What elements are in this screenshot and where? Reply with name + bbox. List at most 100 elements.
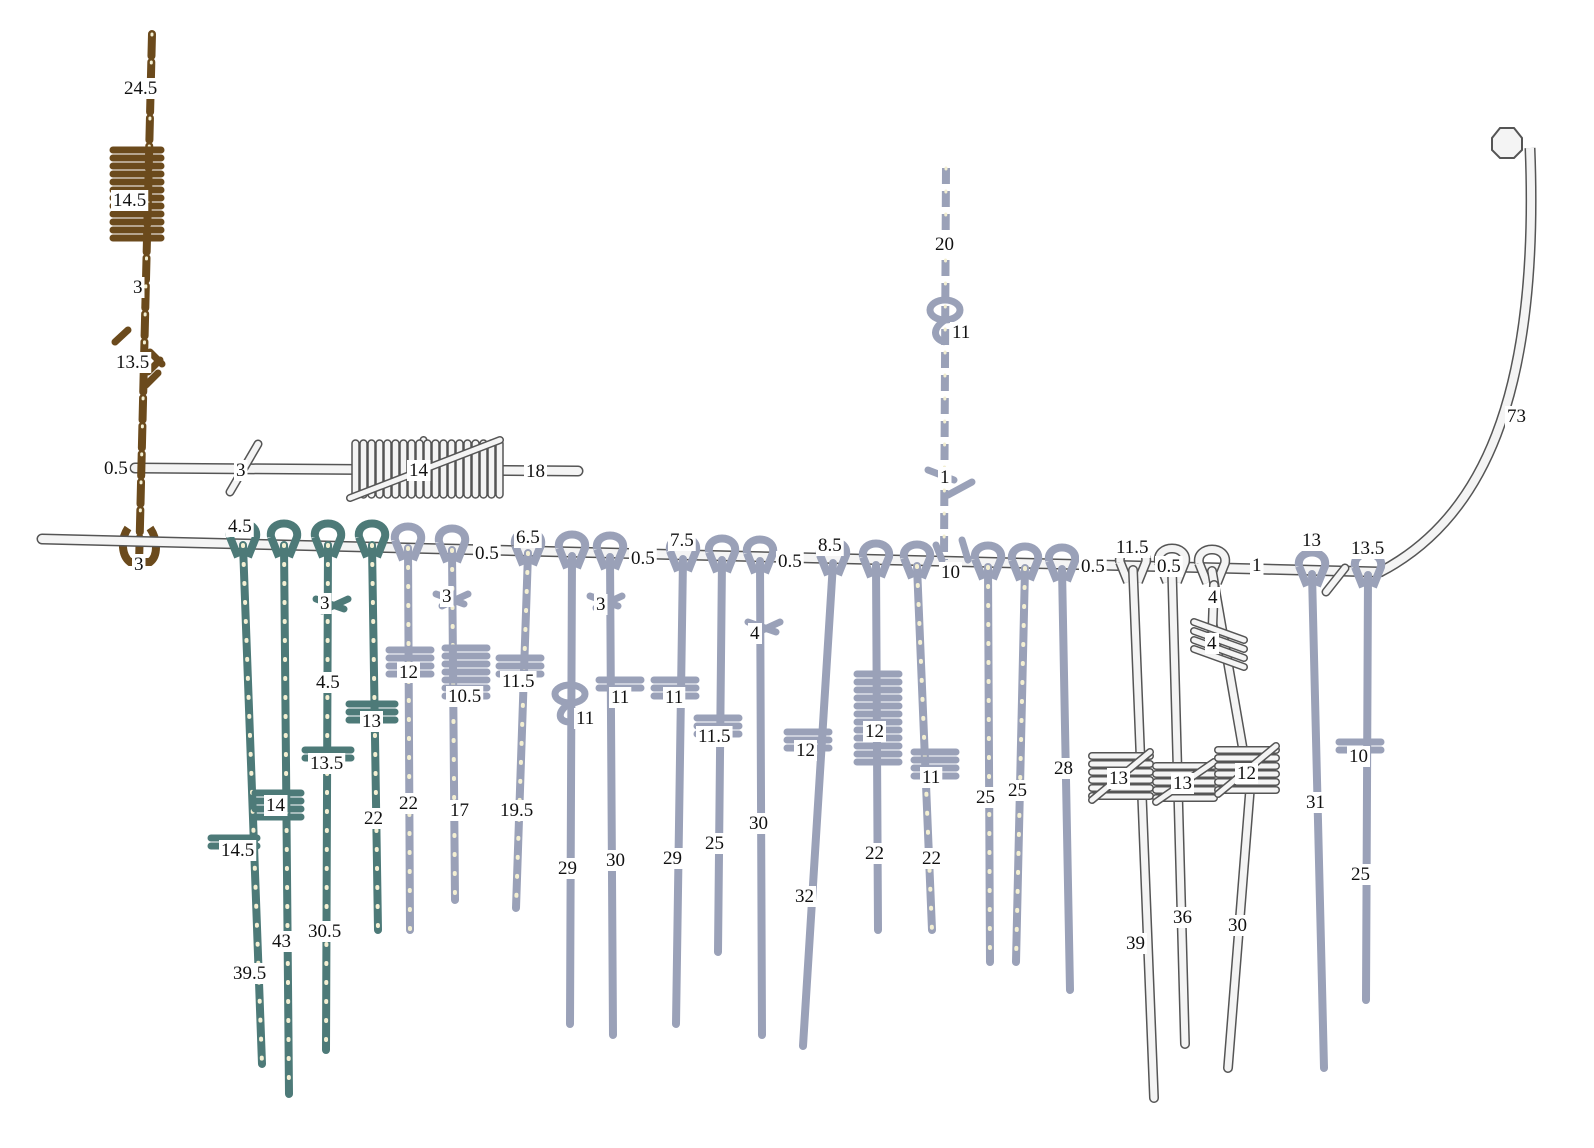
- label-b12-k0: 25: [976, 787, 995, 808]
- blue-cord: [566, 552, 576, 1028]
- label-b16-top: 13.5: [1351, 538, 1384, 559]
- label-b6-top: 7.5: [670, 530, 694, 551]
- label-b3-k0: 11.5: [502, 671, 535, 692]
- brown-top-cord: [135, 30, 156, 569]
- top-pendant-cord: [924, 166, 976, 564]
- blue-cord: [799, 559, 837, 1050]
- blue-pendant-11: [899, 540, 960, 934]
- label-b10-k0: 12: [865, 721, 884, 742]
- label-branch-18: 18: [526, 461, 545, 482]
- blue-pendant-3: [495, 527, 546, 912]
- blue-pendant-2: [432, 524, 491, 904]
- attachment-loop: [434, 524, 470, 564]
- blue-pendant-9: [783, 537, 851, 1050]
- label-branch-3: 3: [236, 460, 246, 481]
- label-primary-0-5e: 0.5: [1157, 556, 1181, 577]
- label-t1-top: 4.5: [228, 516, 252, 537]
- blue-pendant-12: [970, 541, 1006, 966]
- label-b15-k0: 31: [1306, 792, 1325, 813]
- label-b2-k0: 3: [442, 586, 452, 607]
- label-t3-k3: 30.5: [308, 921, 341, 942]
- primary-cord-end-knob: [1491, 127, 1523, 159]
- label-w1-k1: 39: [1126, 933, 1145, 954]
- label-primary-1: 1: [1252, 555, 1262, 576]
- white-pendant-2: [1152, 543, 1218, 1049]
- label-t4-k0: 13: [362, 711, 381, 732]
- label-b11-k1: 22: [922, 848, 941, 869]
- attachment-loop: [970, 541, 1006, 581]
- blue-pendant-15: [1294, 548, 1330, 1072]
- label-b1-k0: 12: [399, 662, 418, 683]
- label-top-pendant-1: 1: [940, 467, 950, 488]
- attachment-loop: [354, 519, 390, 559]
- label-t4-k1: 22: [364, 808, 383, 829]
- label-w1-k0: 13: [1109, 768, 1128, 789]
- label-b6-k1: 29: [663, 848, 682, 869]
- label-b16-k0: 10: [1349, 746, 1368, 767]
- label-w2-k1: 36: [1173, 907, 1192, 928]
- label-b1-k1: 22: [399, 793, 418, 814]
- blue-cord: [1058, 565, 1074, 994]
- attachment-loop: [592, 531, 628, 571]
- label-top-pendant-11: 11: [952, 322, 970, 343]
- label-b5-k0: 3: [596, 594, 606, 615]
- label-b9-k0: 12: [796, 740, 815, 761]
- label-primary-10: 10: [941, 562, 960, 583]
- blue-cord: [606, 553, 617, 1039]
- label-b3-top: 6.5: [516, 527, 540, 548]
- attachment-loop: [1195, 546, 1229, 585]
- label-t2-k1: 43: [272, 931, 291, 952]
- white-cord: [1168, 566, 1189, 1048]
- label-b8-k1: 30: [749, 813, 768, 834]
- label-b10-k1: 22: [865, 843, 884, 864]
- label-top-3b: 3: [134, 554, 144, 575]
- blue-cord: [714, 556, 726, 956]
- attachment-loop: [1044, 543, 1080, 583]
- label-b16-k1: 25: [1351, 864, 1370, 885]
- blue-pendant-14: [1044, 543, 1080, 994]
- attachment-loop: [310, 519, 346, 559]
- blue-cord: [1362, 571, 1372, 1004]
- primary-cord: [36, 147, 1537, 597]
- blue-pendant-6: [650, 533, 701, 1028]
- blue-pendant-13: [1007, 542, 1043, 966]
- label-w2-k0: 13: [1173, 773, 1192, 794]
- figure-eight-knot: [551, 681, 589, 726]
- label-layer: 24.5 14.5 3 13.5 0.5 3 3 14 18 0.5 0.5 0…: [102, 78, 1528, 984]
- label-t1-k1: 39.5: [233, 963, 266, 984]
- label-w3-k1: 4: [1207, 633, 1217, 654]
- label-b7-k0: 11.5: [698, 726, 731, 747]
- blue-cord: [984, 563, 994, 966]
- long-knot: [1152, 758, 1218, 806]
- attachment-loop: [899, 540, 935, 580]
- label-b9-k1: 32: [795, 886, 814, 907]
- attachment-loop: [266, 519, 302, 559]
- label-b14-k0: 28: [1054, 758, 1073, 779]
- attachment-loop: [858, 539, 894, 579]
- label-t3-k1: 4.5: [316, 672, 340, 693]
- white-cord: [1129, 566, 1158, 1102]
- pendant-cords: [207, 519, 1386, 1103]
- white-pendant-1: [1088, 543, 1159, 1103]
- label-primary-0-5a: 0.5: [475, 543, 499, 564]
- label-b4-k0: 11: [576, 708, 594, 729]
- label-top-13-5: 13.5: [116, 352, 149, 373]
- label-t3-k2: 13.5: [310, 753, 343, 774]
- blue-cord: [672, 555, 687, 1028]
- label-primary-0-5c: 0.5: [778, 551, 802, 572]
- blue-cord: [512, 549, 532, 912]
- label-b13-k0: 25: [1008, 780, 1027, 801]
- blue-cord: [1308, 570, 1328, 1072]
- label-b8-k0: 4: [750, 623, 760, 644]
- label-w3-k0: 4: [1208, 587, 1218, 608]
- label-b6-k0: 11: [665, 687, 683, 708]
- label-top-24-5: 24.5: [124, 78, 157, 99]
- long-knot-14: [346, 436, 504, 502]
- attachment-loop: [742, 535, 778, 575]
- label-t3-k0: 3: [320, 593, 330, 614]
- label-top-14-5: 14.5: [113, 190, 146, 211]
- blue-cord: [913, 562, 936, 934]
- label-b11-k0: 11: [922, 767, 940, 788]
- label-b7-k1: 25: [705, 833, 724, 854]
